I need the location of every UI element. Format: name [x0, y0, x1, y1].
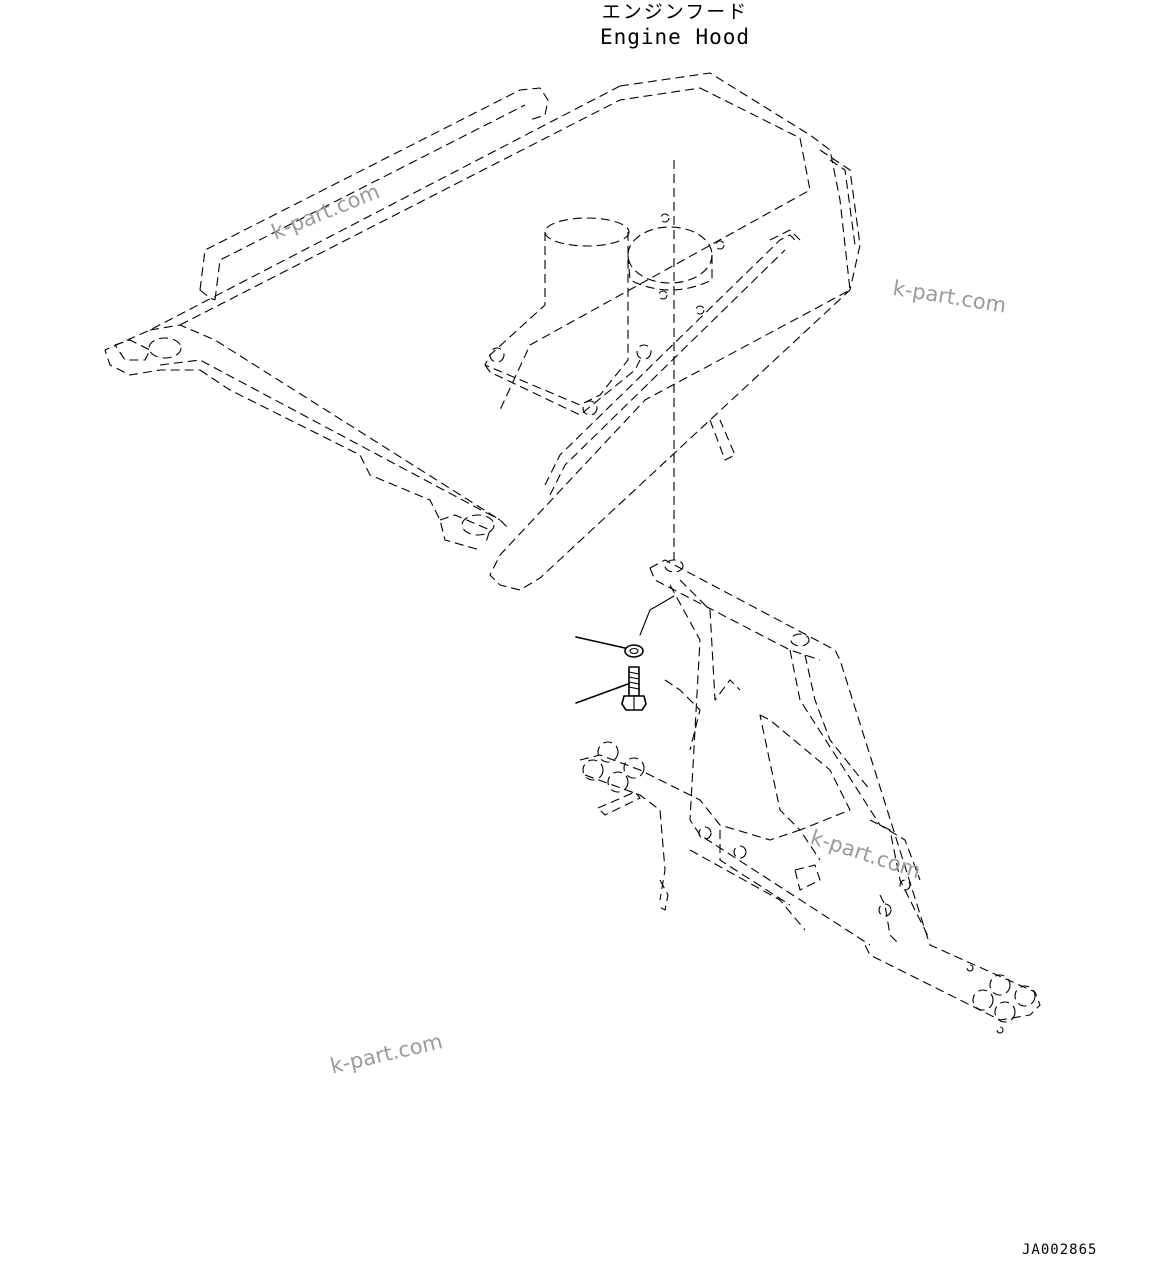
bolt-leader-line: [575, 683, 629, 704]
assembly-leader: [639, 595, 675, 636]
diagram-title: エンジンフード Engine Hood: [560, 0, 790, 50]
title-japanese: エンジンフード: [601, 1, 749, 23]
bolt: [621, 666, 647, 711]
engine-hood: [104, 72, 861, 591]
washer-leader-line: [575, 636, 626, 649]
washer: [624, 644, 644, 658]
hood-support-bracket: [579, 559, 1041, 1034]
title-english: Engine Hood: [599, 25, 751, 49]
drawing-id: JA002865: [1022, 1242, 1098, 1258]
